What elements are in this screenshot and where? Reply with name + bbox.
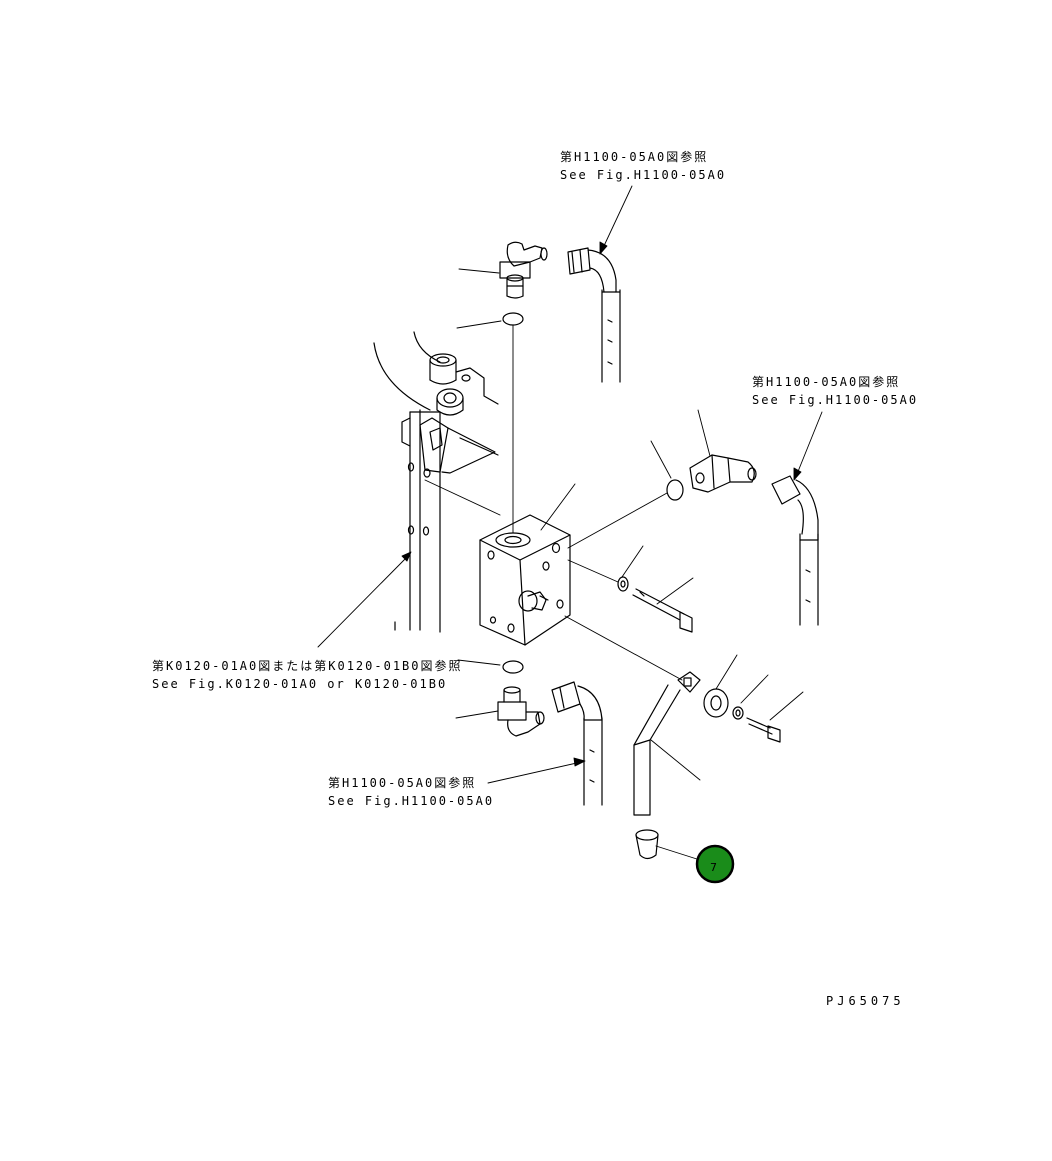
spacer-lower	[436, 388, 464, 416]
hose-lower	[551, 681, 603, 806]
drawing-id: PJ65075	[826, 994, 905, 1008]
elbow-fitting-right	[689, 454, 757, 493]
arrow-ref-top	[602, 185, 633, 249]
spacer-upper	[429, 353, 499, 405]
callout-7[interactable]: 7	[695, 844, 735, 884]
valve-block	[479, 514, 571, 646]
o-ring-lower	[502, 660, 524, 674]
spacer-bracket	[703, 688, 729, 718]
elbow-fitting-lower	[497, 686, 545, 737]
hose-upper	[567, 247, 621, 383]
arrow-ref-right	[796, 411, 823, 475]
reference-jp: 第H1100-05A0図参照	[560, 150, 709, 164]
reference-arrows	[317, 185, 823, 784]
hose-right	[771, 475, 819, 626]
o-ring-upper	[502, 312, 524, 326]
reference-note-bottom: 第H1100-05A0図参照 See Fig.H1100-05A0	[328, 774, 494, 810]
elbow-fitting-upper	[499, 241, 548, 299]
reference-jp: 第H1100-05A0図参照	[328, 776, 477, 790]
washer-right	[617, 576, 629, 592]
arrow-ref-bottom	[487, 761, 582, 784]
reference-en: See Fig.H1100-05A0	[752, 393, 919, 407]
arrow-ref-left	[317, 554, 410, 648]
reference-en: See Fig.H1100-05A0	[560, 168, 727, 182]
bolt-long	[632, 588, 693, 633]
reference-note-top: 第H1100-05A0図参照 See Fig.H1100-05A0	[560, 148, 726, 184]
assembly-lines	[424, 324, 683, 681]
protective-cap	[635, 829, 659, 860]
reference-jp: 第H1100-05A0図参照	[752, 375, 901, 389]
bracket-arm	[633, 671, 701, 816]
frame-bracket	[373, 331, 499, 633]
washer-small	[732, 706, 744, 720]
reference-en: See Fig.K0120-01A0 or K0120-01B0	[152, 677, 448, 691]
reference-jp: 第K0120-01A0図または第K0120-01B0図参照	[152, 659, 463, 673]
reference-note-right: 第H1100-05A0図参照 See Fig.H1100-05A0	[752, 373, 918, 409]
reference-note-left: 第K0120-01A0図または第K0120-01B0図参照 See Fig.K0…	[152, 657, 463, 693]
bolt-short	[746, 717, 781, 743]
leader-lines	[455, 268, 804, 861]
callout-number: 7	[710, 861, 717, 874]
o-ring-right	[666, 479, 684, 501]
reference-en: See Fig.H1100-05A0	[328, 794, 495, 808]
